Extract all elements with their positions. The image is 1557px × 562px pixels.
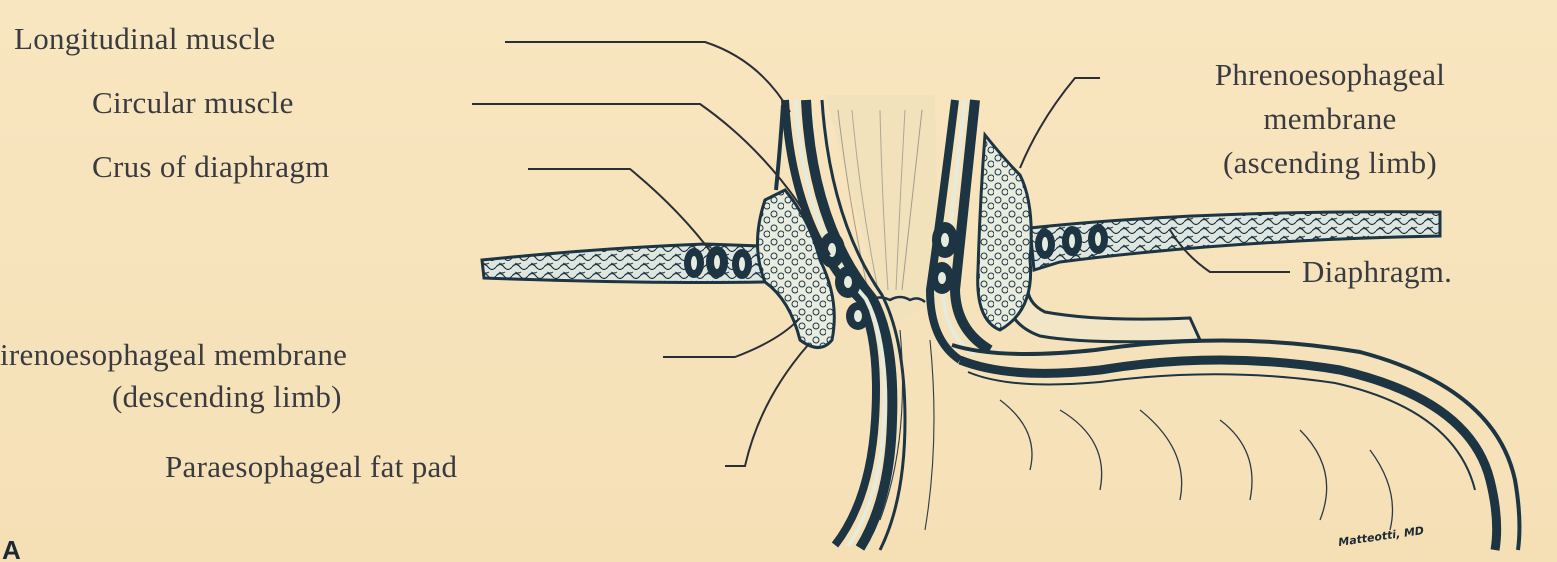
label-phreno-descending-line1: irenoesophageal membrane [0,338,347,371]
diaphragm-left [482,244,765,283]
panel-letter: A [2,535,21,562]
stomach [880,330,1519,550]
label-phreno-ascending-line1: Phrenoesophageal [1120,58,1540,91]
label-diaphragm: Diaphragm. [1302,255,1452,288]
label-longitudinal-muscle: Longitudinal muscle [14,22,275,55]
label-phreno-ascending-line3: (ascending limb) [1120,146,1540,179]
label-circular-muscle: Circular muscle [92,86,294,119]
label-phreno-ascending-line2: membrane [1120,102,1540,135]
fat-pad-right [978,135,1032,330]
label-phreno-descending-line2: (descending limb) [112,380,342,413]
label-paraesophageal-fat-pad: Paraesophageal fat pad [165,450,457,483]
label-crus-of-diaphragm: Crus of diaphragm [92,150,330,183]
